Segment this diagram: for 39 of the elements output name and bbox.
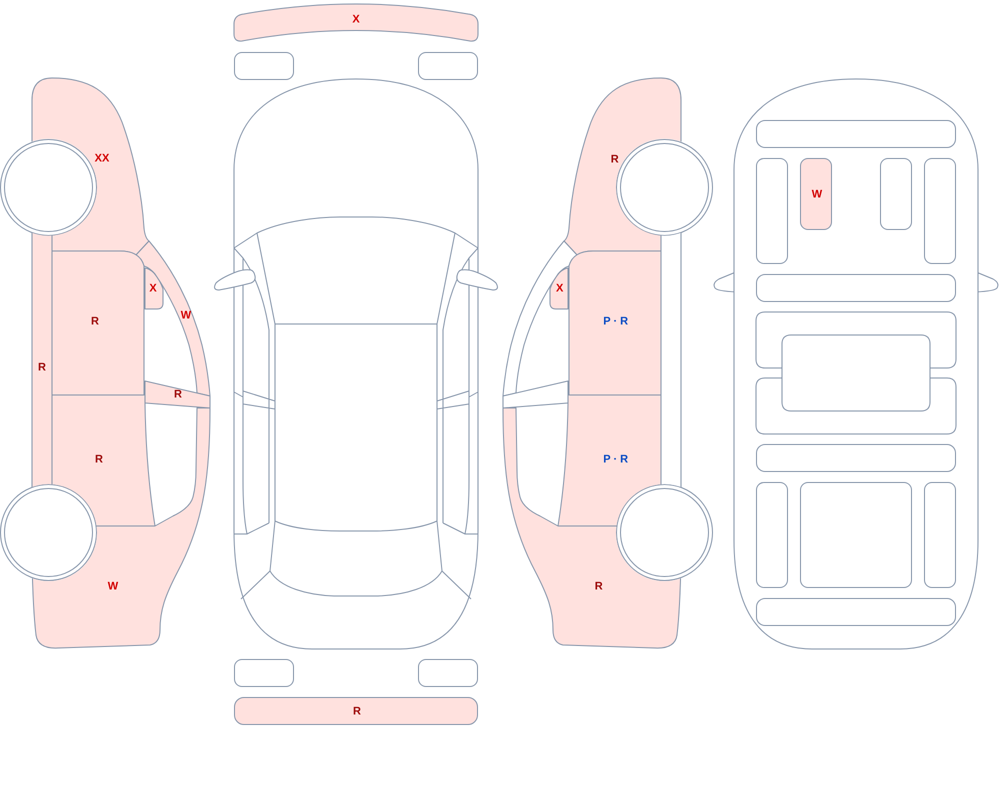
damage-code: W: [180, 310, 192, 322]
damage-code: X: [149, 284, 157, 294]
lamp-panel: [234, 659, 294, 687]
damage-code: XX: [94, 154, 110, 164]
interior-panel: [756, 158, 788, 264]
interior-panel: [756, 482, 788, 588]
fender-panel: [564, 78, 681, 255]
damage-code: R: [594, 582, 603, 592]
interior-panel: [924, 482, 956, 588]
damage-code: P · R: [603, 454, 628, 466]
damage-code: R: [38, 362, 46, 374]
mirror-panel: [145, 268, 163, 309]
lamp-panel: [234, 52, 294, 80]
interior-panel: [880, 158, 912, 230]
damage-code: R: [610, 154, 619, 166]
damage-code: X: [352, 14, 360, 26]
damage-code: W: [812, 190, 822, 200]
door-panel: [568, 251, 661, 395]
damage-code: R: [91, 316, 99, 328]
lamp-panel: [418, 659, 478, 687]
damage-code: W: [108, 582, 118, 592]
damage-code: R: [353, 706, 361, 718]
mirror-panel: [550, 268, 568, 309]
interior-panel: [756, 120, 956, 148]
interior-panel: [756, 444, 956, 472]
damage-code: X: [556, 284, 564, 294]
interior-panel: [800, 482, 912, 588]
door-panel: [52, 251, 144, 395]
damage-code: R: [174, 390, 182, 400]
interior-panel: [756, 274, 956, 302]
interior-panel: [800, 158, 832, 230]
damage-code: R: [95, 454, 103, 466]
lamp-panel: [418, 52, 478, 80]
interior-panel: [756, 598, 956, 626]
bumper-panel: [234, 697, 478, 725]
fender-panel: [32, 78, 149, 255]
bumper-panel: [234, 4, 478, 42]
interior-panel: [924, 158, 956, 264]
damage-code: P · R: [603, 316, 628, 328]
